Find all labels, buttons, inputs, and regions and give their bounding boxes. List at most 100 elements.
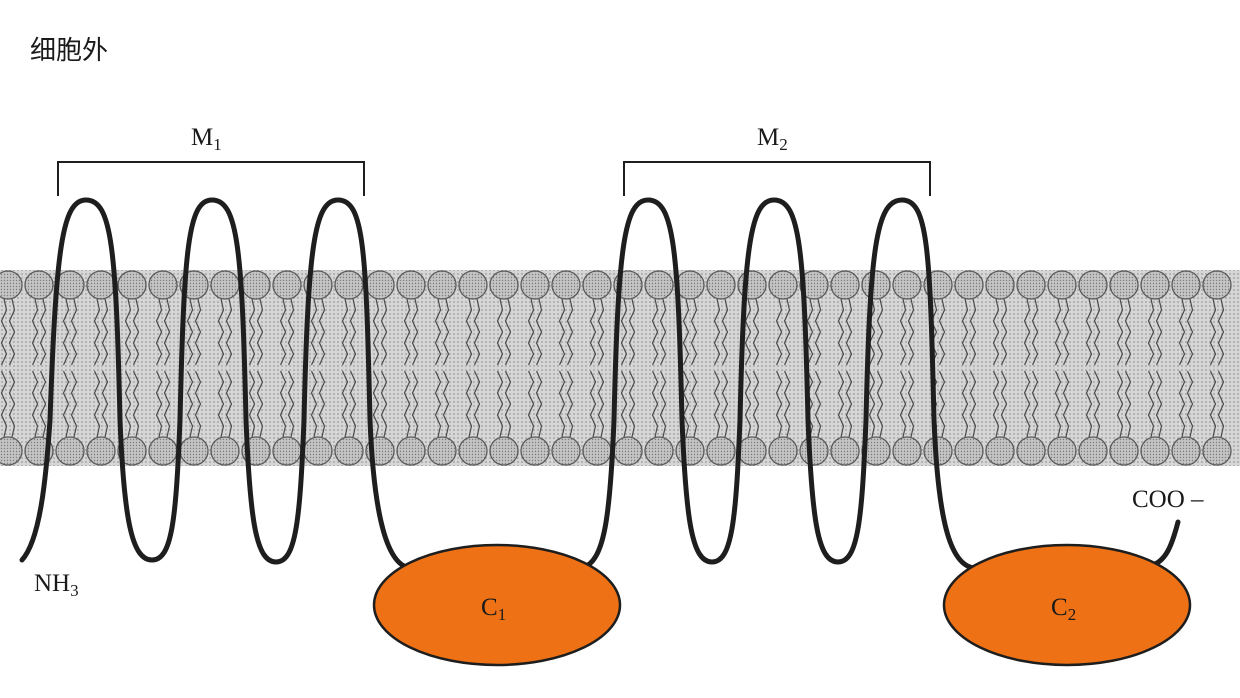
lipid-tail [70, 298, 78, 366]
lipid-head [1202, 436, 1232, 466]
lipid-head [86, 436, 116, 466]
lipid-head [551, 436, 581, 466]
lipid-tail [0, 298, 8, 366]
lipid-tail [1155, 298, 1163, 366]
lipid-head [613, 436, 643, 466]
lipid-tail [713, 370, 721, 438]
lipid-tail [225, 370, 233, 438]
lipid-tail [349, 298, 357, 366]
lipid-tail [682, 298, 690, 366]
lipid-head [675, 436, 705, 466]
lipid-tail [31, 370, 39, 438]
lipid-tail [651, 370, 659, 438]
lipid-head [117, 436, 147, 466]
lipid-tail [535, 298, 543, 366]
lipid-tail [713, 298, 721, 366]
lipid-tail [1147, 298, 1155, 366]
lipid-head [892, 270, 922, 300]
lipid-tail [535, 370, 543, 438]
lipid-tail [155, 298, 163, 366]
lipid-tail [721, 298, 729, 366]
lipid-tail [217, 298, 225, 366]
lipid-head [241, 270, 271, 300]
lipid-tail [992, 298, 1000, 366]
lipid-head [396, 436, 426, 466]
lipid-head [830, 270, 860, 300]
lipid-head [1109, 270, 1139, 300]
lipid-head [644, 270, 674, 300]
lipid-head [706, 436, 736, 466]
c2-label-sub: 2 [1067, 605, 1077, 624]
lipid-head [303, 436, 333, 466]
lipid-tail [1186, 370, 1194, 438]
lipid-head [799, 270, 829, 300]
lipid-tail [403, 298, 411, 366]
lipid-head [86, 270, 116, 300]
lipid-tail [132, 370, 140, 438]
lipid-tail [1209, 370, 1217, 438]
lipid-head [1109, 436, 1139, 466]
lipid-head [489, 270, 519, 300]
lipid-head [737, 270, 767, 300]
lipid-tail [62, 370, 70, 438]
lipid-tail [442, 370, 450, 438]
lipid-tail [163, 370, 171, 438]
lipid-tail [287, 298, 295, 366]
lipid-tail [690, 298, 698, 366]
lipid-tail [194, 298, 202, 366]
lipid-tail [155, 370, 163, 438]
lipid-tail [1000, 298, 1008, 366]
c2-label-base: C [1051, 594, 1068, 621]
lipid-tail [620, 298, 628, 366]
lipid-tail [403, 370, 411, 438]
lipid-tail [0, 370, 8, 438]
lipid-tail [682, 370, 690, 438]
lipid-tail [1186, 298, 1194, 366]
lipid-head [24, 270, 54, 300]
lipid-head [706, 270, 736, 300]
lipid-head [582, 270, 612, 300]
lipid-head [0, 436, 23, 466]
lipid-head [427, 270, 457, 300]
lipid-head [365, 270, 395, 300]
lipid-tail [1147, 370, 1155, 438]
lipid-head [427, 436, 457, 466]
lipid-tails [0, 298, 1225, 438]
n-terminus-sub: 3 [70, 581, 79, 600]
c1-label-base: C [481, 594, 498, 621]
lipid-tail [101, 370, 109, 438]
lipid-tail [907, 370, 915, 438]
lipid-head [334, 436, 364, 466]
lipid-tail [256, 370, 264, 438]
lipid-head [861, 436, 891, 466]
lipid-tail [876, 370, 884, 438]
lipid-tail [349, 370, 357, 438]
lipid-head [1078, 270, 1108, 300]
lipid-head [768, 436, 798, 466]
lipid-tail [1217, 370, 1225, 438]
lipid-tail [659, 298, 667, 366]
lipid-tail [1178, 370, 1186, 438]
lipid-tail [186, 370, 194, 438]
c2-domain [942, 543, 1192, 667]
lipid-tail [473, 370, 481, 438]
c1-domain [372, 543, 622, 667]
lipid-tail [969, 370, 977, 438]
lipid-head [520, 270, 550, 300]
lipid-head [210, 436, 240, 466]
lipid-tail [1116, 370, 1124, 438]
lipid-tail [39, 370, 47, 438]
lipid-tail [961, 298, 969, 366]
lipid-head [985, 270, 1015, 300]
lipid-head [0, 270, 23, 300]
lipid-tail [163, 298, 171, 366]
lipid-tail [287, 370, 295, 438]
lipid-tail [465, 298, 473, 366]
lipid-tail [566, 370, 574, 438]
lipid-tail [1054, 298, 1062, 366]
c-terminus-label: COO – [1132, 486, 1204, 513]
lipid-tail [1124, 370, 1132, 438]
lipid-tail [1217, 298, 1225, 366]
lipid-tail [496, 298, 504, 366]
